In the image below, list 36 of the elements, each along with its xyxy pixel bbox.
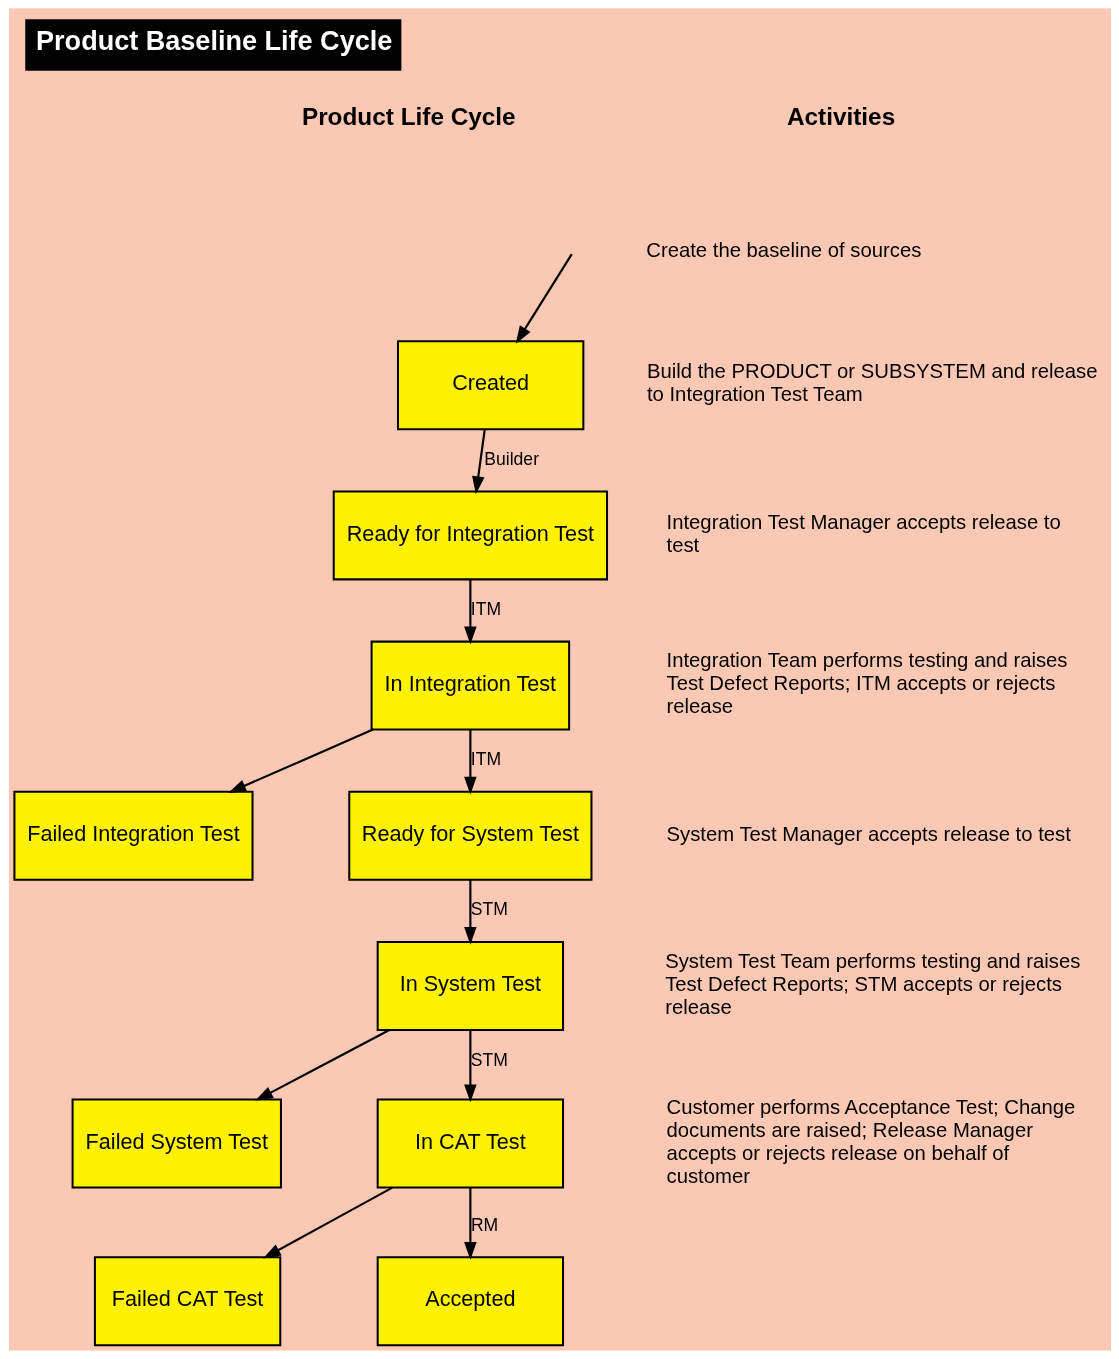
arrow: [471, 429, 486, 495]
label: System Test Manager accepts release to test: [666, 822, 1071, 845]
node-box: In System Test: [376, 940, 564, 1031]
arrow: [463, 579, 477, 645]
label: Build the PRODUCT or SUBSYSTEM and release to Integration Test Team: [646, 360, 1097, 406]
edge-label: STM: [470, 1049, 508, 1070]
arrow: [227, 728, 373, 793]
node-box: Ready for System Test: [347, 790, 592, 881]
arrow: [254, 1029, 390, 1101]
node-box: Failed System Test: [71, 1098, 282, 1189]
node-box: Ready for Integration Test: [332, 490, 608, 581]
edge-label: STM: [470, 899, 508, 920]
arrow: [463, 1187, 477, 1260]
arrow: [515, 253, 573, 344]
edge-label: ITM: [470, 749, 501, 770]
arrow: [463, 879, 477, 945]
node-box: Created: [396, 340, 584, 431]
node-box: Failed CAT Test: [93, 1256, 281, 1347]
arrow: [463, 729, 477, 795]
label: Product Life Cycle: [301, 102, 516, 130]
label: Create the baseline of sources: [645, 239, 921, 262]
edge-label: Builder: [483, 448, 539, 469]
edge-label: ITM: [470, 599, 501, 620]
edge-label: RM: [470, 1214, 498, 1235]
diagram-title: Product Baseline Life Cycle: [35, 26, 392, 57]
label: Customer performs Acceptance Test; Change documents are raised; Release Manager accepts or rejects release on behalf of customer: [666, 1095, 1075, 1187]
label: System Test Team performs testing and raises Test Defect Reports; STM accepts or rejects release: [664, 949, 1080, 1018]
node-box: In CAT Test: [376, 1098, 564, 1189]
node-box: Accepted: [376, 1256, 564, 1347]
arrow: [262, 1186, 393, 1259]
node-box: Failed Integration Test: [12, 790, 254, 881]
arrow: [463, 1030, 477, 1103]
label: Integration Team performs testing and raises Test Defect Reports; ITM accepts or rejects release: [666, 649, 1067, 718]
node-box: In Integration Test: [370, 640, 570, 731]
label: Integration Test Manager accepts release to test: [666, 510, 1061, 556]
label: Activities: [786, 102, 895, 130]
